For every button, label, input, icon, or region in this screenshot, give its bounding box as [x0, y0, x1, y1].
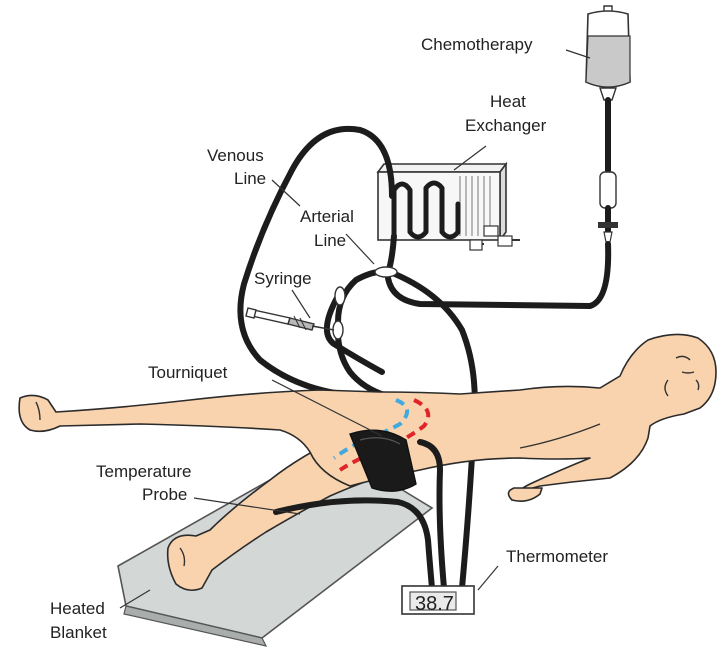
label-temperature-probe-line2: Probe	[142, 485, 187, 504]
label-temperature-probe-line1: Temperature	[96, 462, 191, 481]
label-tourniquet: Tourniquet	[148, 363, 228, 382]
label-heated-blanket-line2: Blanket	[50, 623, 107, 642]
label-venous-line1: Venous	[207, 146, 264, 165]
hand	[508, 488, 542, 501]
label-arterial-line1: Arterial	[300, 207, 354, 226]
stopcock	[598, 222, 618, 242]
drip-chamber	[600, 172, 616, 208]
iv-bag-icon	[586, 6, 630, 100]
arterial-line	[338, 236, 396, 398]
label-arterial-line2: Line	[314, 231, 346, 250]
label-heated-blanket-line1: Heated	[50, 599, 105, 618]
label-syringe: Syringe	[254, 269, 312, 288]
chemotherapy-to-circuit	[388, 244, 608, 306]
label-heat-exchanger-line1: Heat	[490, 92, 526, 111]
label-chemotherapy: Chemotherapy	[421, 35, 533, 54]
heat-exchanger-icon	[378, 164, 520, 250]
label-heat-exchanger-line2: Exchanger	[465, 116, 547, 135]
syringe-icon	[246, 308, 334, 330]
label-venous-line2: Line	[234, 169, 266, 188]
label-thermometer: Thermometer	[506, 547, 608, 566]
digital-thermometer-icon: 38.7	[402, 586, 474, 615]
thermometer-reading: 38.7	[415, 593, 454, 615]
